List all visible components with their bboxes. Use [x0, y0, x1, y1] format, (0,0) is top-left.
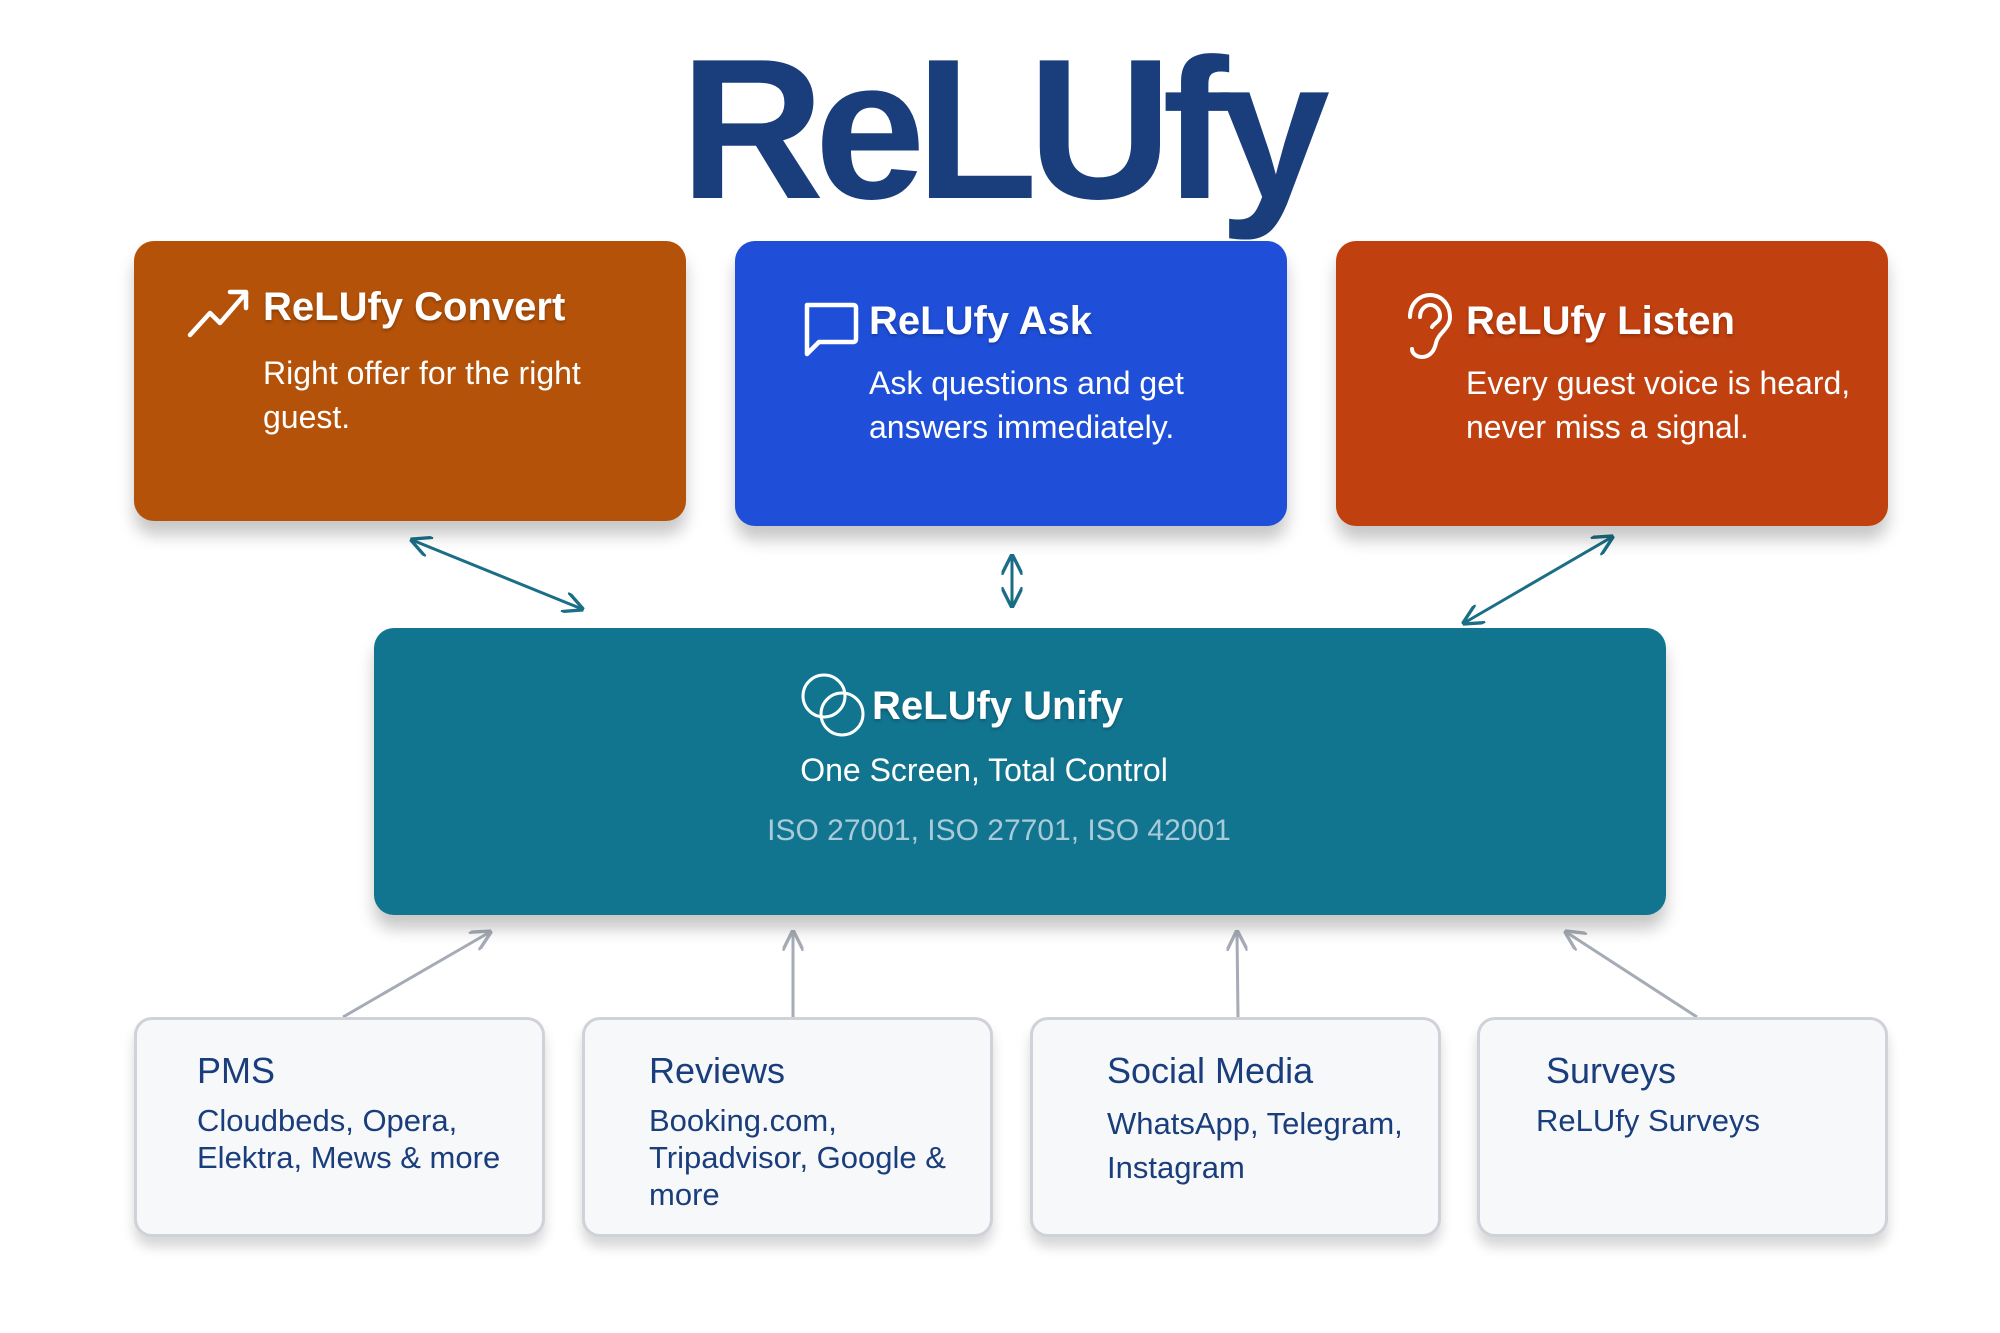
trending-up-icon	[186, 285, 252, 346]
ask-title: ReLUfy Ask	[869, 299, 1093, 343]
card-ask: ReLUfy Ask Ask questions and get answers…	[735, 241, 1287, 526]
source-card-reviews: Reviews Booking.com, Tripadvisor, Google…	[582, 1017, 993, 1237]
convert-description: Right offer for the right guest.	[263, 355, 581, 435]
ask-description: Ask questions and get answers immediatel…	[869, 365, 1184, 445]
card-listen: ReLUfy Listen Every guest voice is heard…	[1336, 241, 1888, 526]
source-title: Surveys	[1546, 1050, 1677, 1091]
convert-title: ReLUfy Convert	[263, 285, 566, 329]
listen-description: Every guest voice is heard, never miss a…	[1466, 365, 1851, 445]
source-title: Reviews	[649, 1050, 786, 1091]
chat-bubble-icon	[801, 301, 859, 362]
unify-certifications: ISO 27001, ISO 27701, ISO 42001	[767, 814, 1231, 847]
unify-subtitle: One Screen, Total Control	[800, 752, 1168, 788]
unify-title: ReLUfy Unify	[872, 684, 1124, 728]
overlapping-circles-icon	[798, 670, 870, 747]
arrow-convert-unify	[412, 540, 582, 609]
source-card-surveys: Surveys ReLUfy Surveys	[1477, 1017, 1888, 1237]
source-description: ReLUfy Surveys	[1536, 1103, 1760, 1138]
source-description: Cloudbeds, Opera, Elektra, Mews & more	[197, 1103, 501, 1175]
listen-title: ReLUfy Listen	[1466, 299, 1735, 343]
source-card-pms: PMS Cloudbeds, Opera, Elektra, Mews & mo…	[134, 1017, 545, 1237]
source-title: Social Media	[1107, 1050, 1314, 1091]
card-unify: ReLUfy Unify One Screen, Total Control I…	[374, 628, 1666, 915]
arrow-social-unify	[1237, 932, 1238, 1018]
relufy-logo: ReLUfy	[679, 18, 1330, 241]
source-description: Booking.com, Tripadvisor, Google & more	[649, 1103, 946, 1212]
arrow-pms-unify	[342, 932, 490, 1019]
source-card-social-media: Social Media WhatsApp, Telegram, Instagr…	[1030, 1017, 1441, 1237]
source-description: WhatsApp, Telegram, Instagram	[1107, 1106, 1403, 1185]
card-convert: ReLUfy Convert Right offer for the right…	[134, 241, 686, 521]
ear-icon	[1402, 291, 1454, 366]
arrow-surveys-unify	[1566, 932, 1698, 1019]
source-title: PMS	[197, 1050, 276, 1091]
arrow-listen-unify	[1464, 537, 1612, 623]
